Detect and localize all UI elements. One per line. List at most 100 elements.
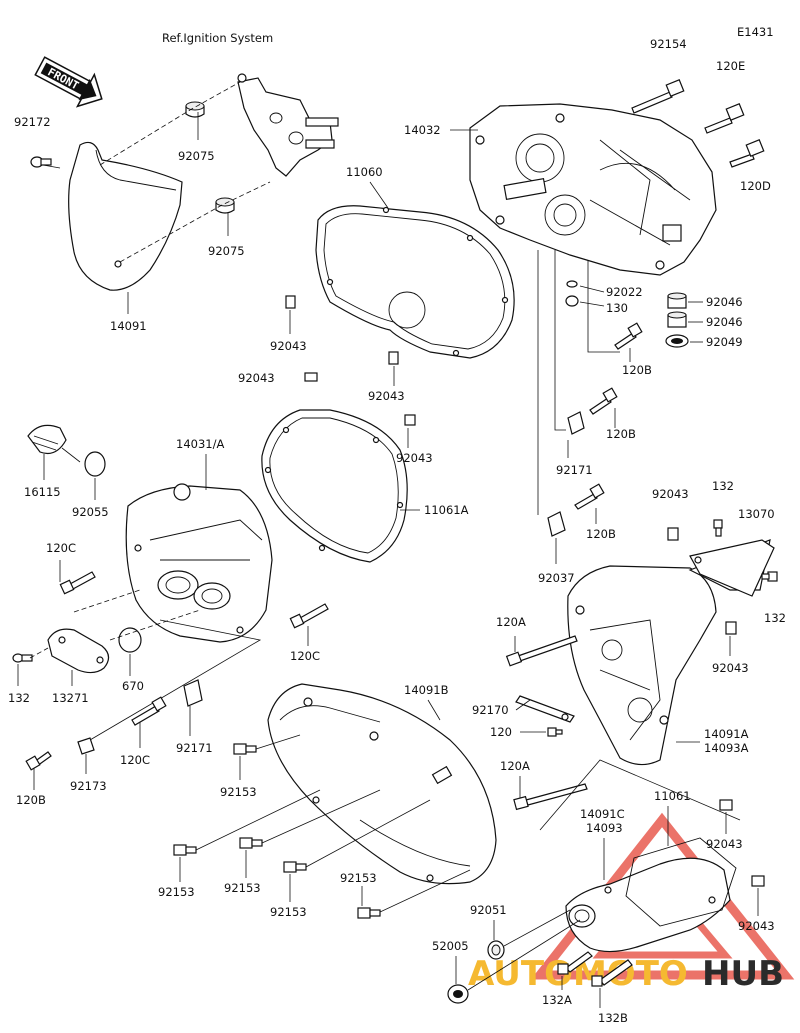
seal-92051 <box>487 940 505 960</box>
label-92153-b: 92153 <box>158 885 195 899</box>
bushing-92046-upper <box>667 292 687 309</box>
bolt-120A-b <box>513 783 588 811</box>
dowel-92043-h <box>751 875 765 887</box>
leader-lines <box>17 112 759 1008</box>
label-52005: 52005 <box>432 939 469 953</box>
grommet-92075-lower <box>215 197 235 214</box>
bolt-120C-a <box>59 571 96 595</box>
screw-132-left <box>12 653 33 663</box>
front-direction-arrow: FRONT <box>34 56 103 108</box>
label-120C-c: 120C <box>120 753 150 767</box>
bolt-132B <box>591 959 633 987</box>
label-92046-lower: 92046 <box>706 315 743 329</box>
ignition-bracket <box>237 73 339 177</box>
seal-52005 <box>447 984 469 1004</box>
screw-92153-c <box>239 837 263 849</box>
label-120B-d: 120B <box>16 793 46 807</box>
bolt-120C-c <box>131 696 167 726</box>
label-120C-a: 120C <box>46 541 76 555</box>
washer-92022 <box>566 280 578 288</box>
label-132-a: 132 <box>712 479 734 493</box>
clamp-92171-upper <box>567 411 585 435</box>
screw-92153-b <box>173 844 197 856</box>
label-120B-b: 120B <box>606 427 636 441</box>
bracket-13070 <box>689 539 775 597</box>
label-120D: 120D <box>740 179 771 193</box>
bolt-120B-d <box>25 751 52 771</box>
bolt-120B-c <box>574 483 605 510</box>
label-120B-a: 120B <box>622 363 652 377</box>
watermark-text-hub: HUB <box>702 954 784 994</box>
screw-92153-e <box>357 907 381 919</box>
plate-13271 <box>47 628 110 674</box>
label-14091C: 14091C <box>580 807 625 821</box>
bushing-92046-lower <box>667 311 687 328</box>
label-14031A: 14031/A <box>176 437 224 451</box>
label-11061A: 11061A <box>424 503 469 517</box>
figure-code: E1431 <box>737 25 774 39</box>
label-92153-e: 92153 <box>270 905 307 919</box>
label-14032: 14032 <box>404 123 441 137</box>
dowel-92043-b <box>388 351 399 365</box>
label-120: 120 <box>490 725 512 739</box>
dowel-92043-d <box>404 414 416 426</box>
cover-14091 <box>68 141 183 291</box>
label-132-c: 132 <box>8 691 30 705</box>
label-92153-a: 92153 <box>220 785 257 799</box>
label-92043-f: 92043 <box>712 661 749 675</box>
label-132B: 132B <box>598 1011 628 1025</box>
screw-132-a <box>713 519 723 537</box>
screw-92172 <box>30 156 52 168</box>
dowel-92043-g <box>719 799 733 811</box>
label-16115: 16115 <box>24 485 61 499</box>
label-92075-lower: 92075 <box>208 244 245 258</box>
label-92049: 92049 <box>706 335 743 349</box>
label-670: 670 <box>122 679 144 693</box>
cover-14031A <box>125 483 273 643</box>
clamp-92173 <box>77 737 95 755</box>
label-92043-g: 92043 <box>706 837 743 851</box>
label-13271: 13271 <box>52 691 89 705</box>
dowel-92043-a <box>285 295 296 309</box>
screw-92153-a <box>233 743 257 755</box>
bolt-120B-a <box>614 322 643 350</box>
label-92154: 92154 <box>650 37 687 51</box>
bolt-120A-a <box>505 635 578 667</box>
label-92075-upper: 92075 <box>178 149 215 163</box>
gasket-11061 <box>625 837 737 927</box>
cap-16115 <box>27 424 67 455</box>
label-92173: 92173 <box>70 779 107 793</box>
label-92043-d: 92043 <box>396 451 433 465</box>
label-120A-a: 120A <box>496 615 526 629</box>
nut-130 <box>565 295 579 307</box>
bolt-120C-b <box>289 603 329 629</box>
label-92171-a: 92171 <box>556 463 593 477</box>
bolt-92154 <box>631 79 685 114</box>
label-132-b: 132 <box>764 611 786 625</box>
label-14091A: 14091A <box>704 727 749 741</box>
screw-120 <box>547 727 563 737</box>
bolt-132A <box>557 951 593 975</box>
label-14093A: 14093A <box>704 741 749 755</box>
clamp-92037 <box>547 511 566 537</box>
label-120A-b: 120A <box>500 759 530 773</box>
label-92022: 92022 <box>606 285 643 299</box>
label-13070: 13070 <box>738 507 775 521</box>
label-92172: 92172 <box>14 115 51 129</box>
dowel-92043-e <box>667 527 679 541</box>
label-92043-c: 92043 <box>368 389 405 403</box>
label-92055: 92055 <box>72 505 109 519</box>
label-92043-a: 92043 <box>270 339 307 353</box>
label-14093: 14093 <box>586 821 623 835</box>
grommet-92075-upper <box>185 101 205 118</box>
label-92043-h: 92043 <box>738 919 775 933</box>
label-11060: 11060 <box>346 165 383 179</box>
label-130: 130 <box>606 301 628 315</box>
cover-14091B <box>267 683 497 885</box>
seal-92049 <box>665 334 689 348</box>
reference-note: Ref.Ignition System <box>162 31 273 45</box>
housing-14032 <box>469 103 717 276</box>
label-92153-d: 92153 <box>340 871 377 885</box>
screw-92153-d <box>283 861 307 873</box>
label-120C-b: 120C <box>290 649 320 663</box>
